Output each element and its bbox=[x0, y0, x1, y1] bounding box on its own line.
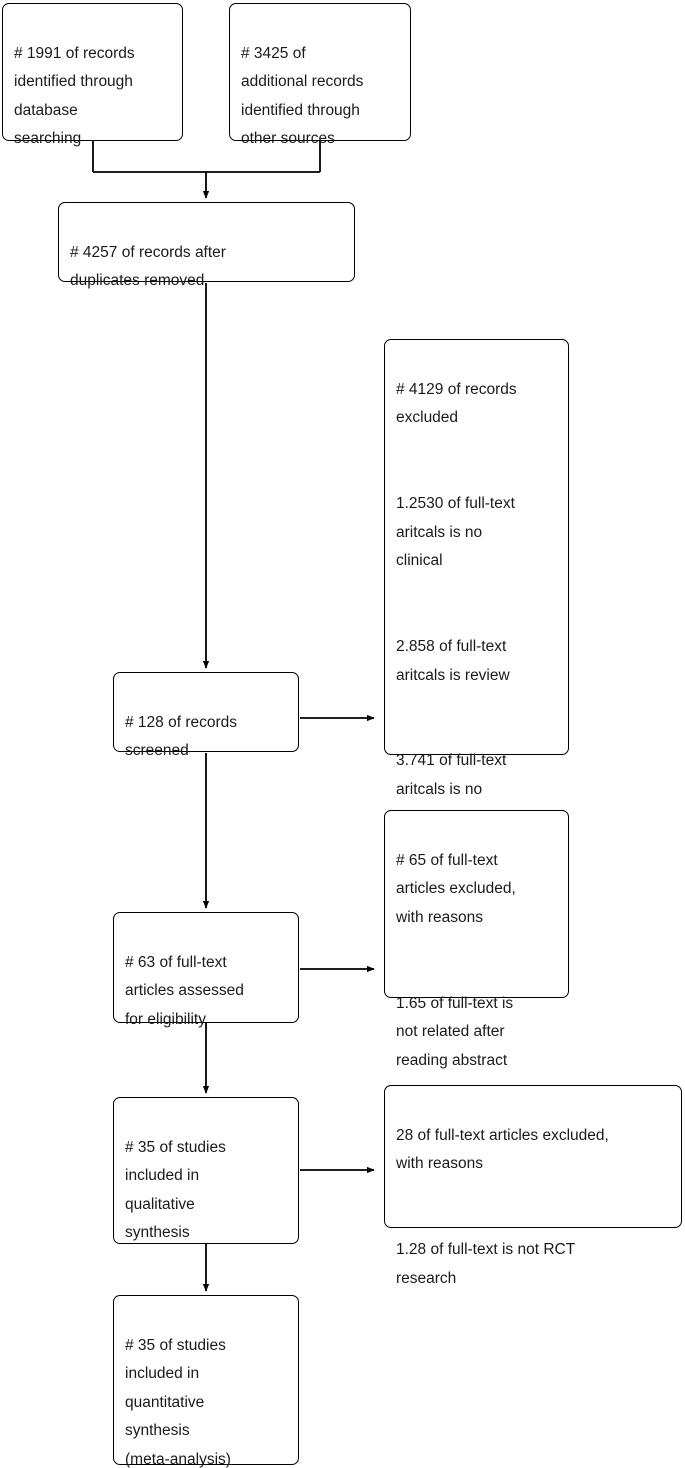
node-records-screened: # 128 of records screened bbox=[113, 672, 299, 759]
node-records-screened-text: # 128 of records screened bbox=[125, 713, 238, 760]
node-fulltext-assessed: # 63 of full-text articles assessed for … bbox=[113, 912, 299, 1028]
node-fulltext-excluded: # 65 of full-text articles excluded, wit… bbox=[384, 810, 569, 1069]
node-records-excluded-summary: # 4129 of records excluded bbox=[396, 380, 517, 427]
node-identification-other: # 3425 of additional records identified … bbox=[229, 3, 411, 147]
node-identification-database: # 1991 of records identified through dat… bbox=[2, 3, 183, 147]
node-qualitative-synthesis-text: # 35 of studies included in qualitative … bbox=[125, 1138, 226, 1242]
node-duplicates-removed: # 4257 of records after duplicates remov… bbox=[58, 202, 355, 289]
node-fulltext-excluded-summary: # 65 of full-text articles excluded, wit… bbox=[396, 851, 516, 926]
node-quantitative-synthesis: # 35 of studies included in quantitative… bbox=[113, 1295, 299, 1468]
node-records-excluded-reason-2: 2.858 of full-text aritcals is review bbox=[396, 637, 510, 684]
node-identification-other-text: # 3425 of additional records identified … bbox=[241, 44, 364, 148]
node-studies-excluded-rct: 28 of full-text articles excluded, with … bbox=[384, 1085, 682, 1287]
node-fulltext-excluded-reason-1: 1.65 of full-text is not related after r… bbox=[396, 994, 514, 1069]
node-records-excluded-reason-1: 1.2530 of full-text aritcals is no clini… bbox=[396, 494, 515, 570]
node-duplicates-removed-text: # 4257 of records after duplicates remov… bbox=[70, 243, 226, 290]
node-quantitative-synthesis-text: # 35 of studies included in quantitative… bbox=[125, 1336, 231, 1468]
node-studies-excluded-rct-summary: 28 of full-text articles excluded, with … bbox=[396, 1126, 609, 1173]
node-qualitative-synthesis: # 35 of studies included in qualitative … bbox=[113, 1097, 299, 1244]
node-studies-excluded-rct-reason-1: 1.28 of full-text is not RCT research bbox=[396, 1240, 576, 1287]
node-records-excluded: # 4129 of records excluded 1.2530 of ful… bbox=[384, 339, 569, 884]
node-identification-database-text: # 1991 of records identified through dat… bbox=[14, 44, 135, 148]
node-fulltext-assessed-text: # 63 of full-text articles assessed for … bbox=[125, 953, 244, 1028]
